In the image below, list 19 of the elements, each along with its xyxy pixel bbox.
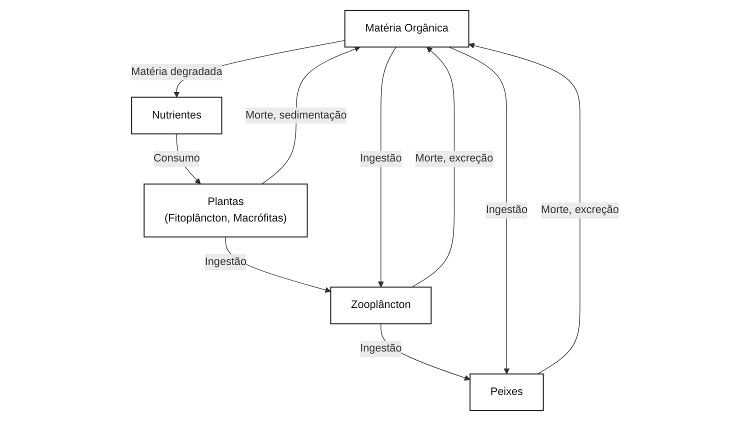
edge-label: Ingestão — [486, 204, 528, 216]
arrow — [468, 42, 580, 374]
edge-label: Morte, excreção — [415, 152, 494, 164]
node-box: Matéria Orgânica — [344, 10, 470, 48]
arrow — [262, 46, 360, 184]
edge-label: Ingestão — [204, 256, 246, 268]
node-box: Nutrientes — [131, 96, 222, 134]
node-box: Peixes — [470, 373, 544, 412]
edge-label: Morte, sedimentação — [245, 109, 347, 121]
node-box: Zooplâncton — [330, 286, 432, 324]
node-box: Plantas (Fitoplâncton, Macrófitas) — [144, 184, 308, 238]
edge-label: Ingestão — [360, 152, 402, 164]
edge-label: Morte, excreção — [541, 204, 619, 216]
edge-label: Ingestão — [360, 342, 402, 354]
edge-label: Consumo — [153, 152, 200, 164]
arrow — [412, 46, 455, 288]
arrow — [378, 46, 396, 288]
arrow — [448, 46, 510, 374]
edge-label: Matéria degradada — [131, 66, 222, 78]
